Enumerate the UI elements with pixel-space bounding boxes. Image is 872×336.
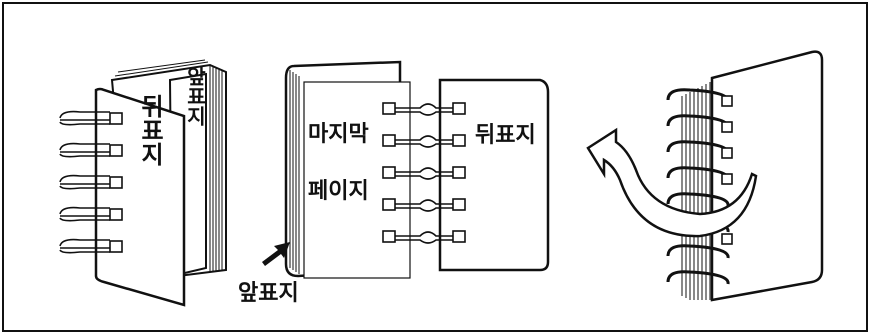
panel-2-open-book: 마지막 페이지 뒤표지 앞표지 bbox=[238, 60, 550, 306]
back-cover-label: 뒤표지 bbox=[136, 94, 164, 166]
front-cover-bottom-label: 앞표지 bbox=[238, 281, 299, 306]
back-cover-right-plate bbox=[438, 78, 550, 272]
pointer-arrow-icon bbox=[262, 242, 290, 266]
coil-rings bbox=[59, 110, 123, 254]
panel-3-flip-cover bbox=[586, 50, 824, 302]
back-cover-right-label: 뒤표지 bbox=[475, 123, 536, 148]
last-page-label-line2: 페이지 bbox=[308, 179, 369, 204]
coil-rings-center bbox=[382, 102, 466, 244]
rotate-arrow-icon bbox=[586, 127, 758, 238]
panel-1-book-front-view: 뒤표지 앞표지 bbox=[59, 59, 227, 307]
last-page-label-line1: 마지막 bbox=[308, 122, 369, 147]
front-cover-label: 앞표지 bbox=[183, 66, 207, 126]
coil-holes bbox=[721, 95, 733, 245]
